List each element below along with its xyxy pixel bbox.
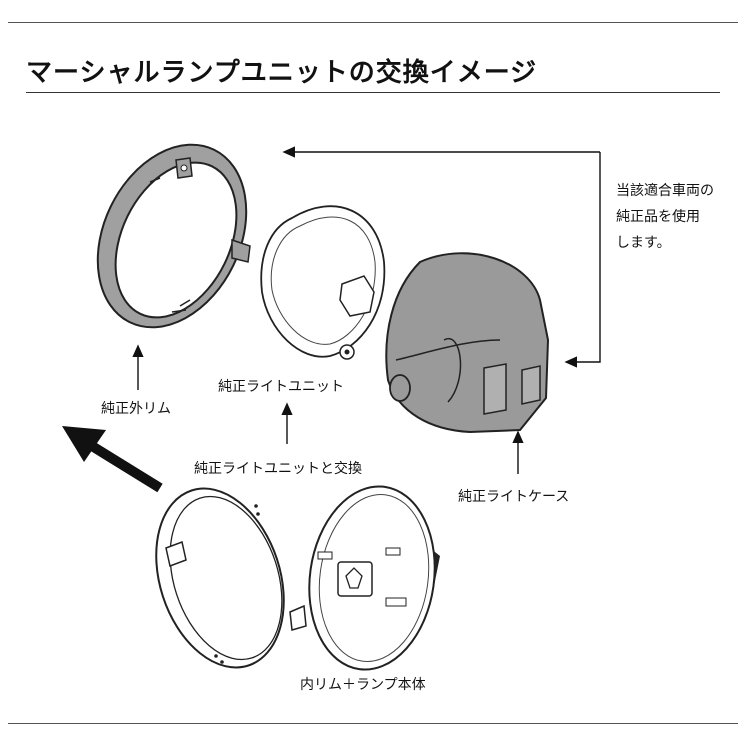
page-title: マーシャルランプユニットの交換イメージ: [26, 58, 538, 88]
outer-rim-drawing: [96, 143, 251, 329]
arrows: [62, 146, 601, 493]
light-case-drawing: [385, 252, 550, 434]
title-underline: [26, 92, 720, 93]
light-unit-drawing: [260, 205, 386, 360]
label-exchange: 純正ライトユニットと交換: [194, 461, 362, 477]
inner-rim-drawing: [155, 487, 307, 669]
label-inner-rim-lamp: 内リム＋ランプ本体: [300, 677, 426, 693]
label-outer-rim: 純正外リム: [101, 401, 171, 417]
lamp-body-drawing: [308, 485, 440, 671]
label-case: 純正ライトケース: [458, 489, 570, 505]
note-line-2: 純正品を使用: [616, 209, 700, 225]
note-line-1: 当該適合車両の: [616, 183, 714, 199]
note-line-3: します。: [616, 235, 671, 251]
label-light-unit: 純正ライトユニット: [218, 379, 344, 395]
figure-frame: [8, 22, 738, 724]
